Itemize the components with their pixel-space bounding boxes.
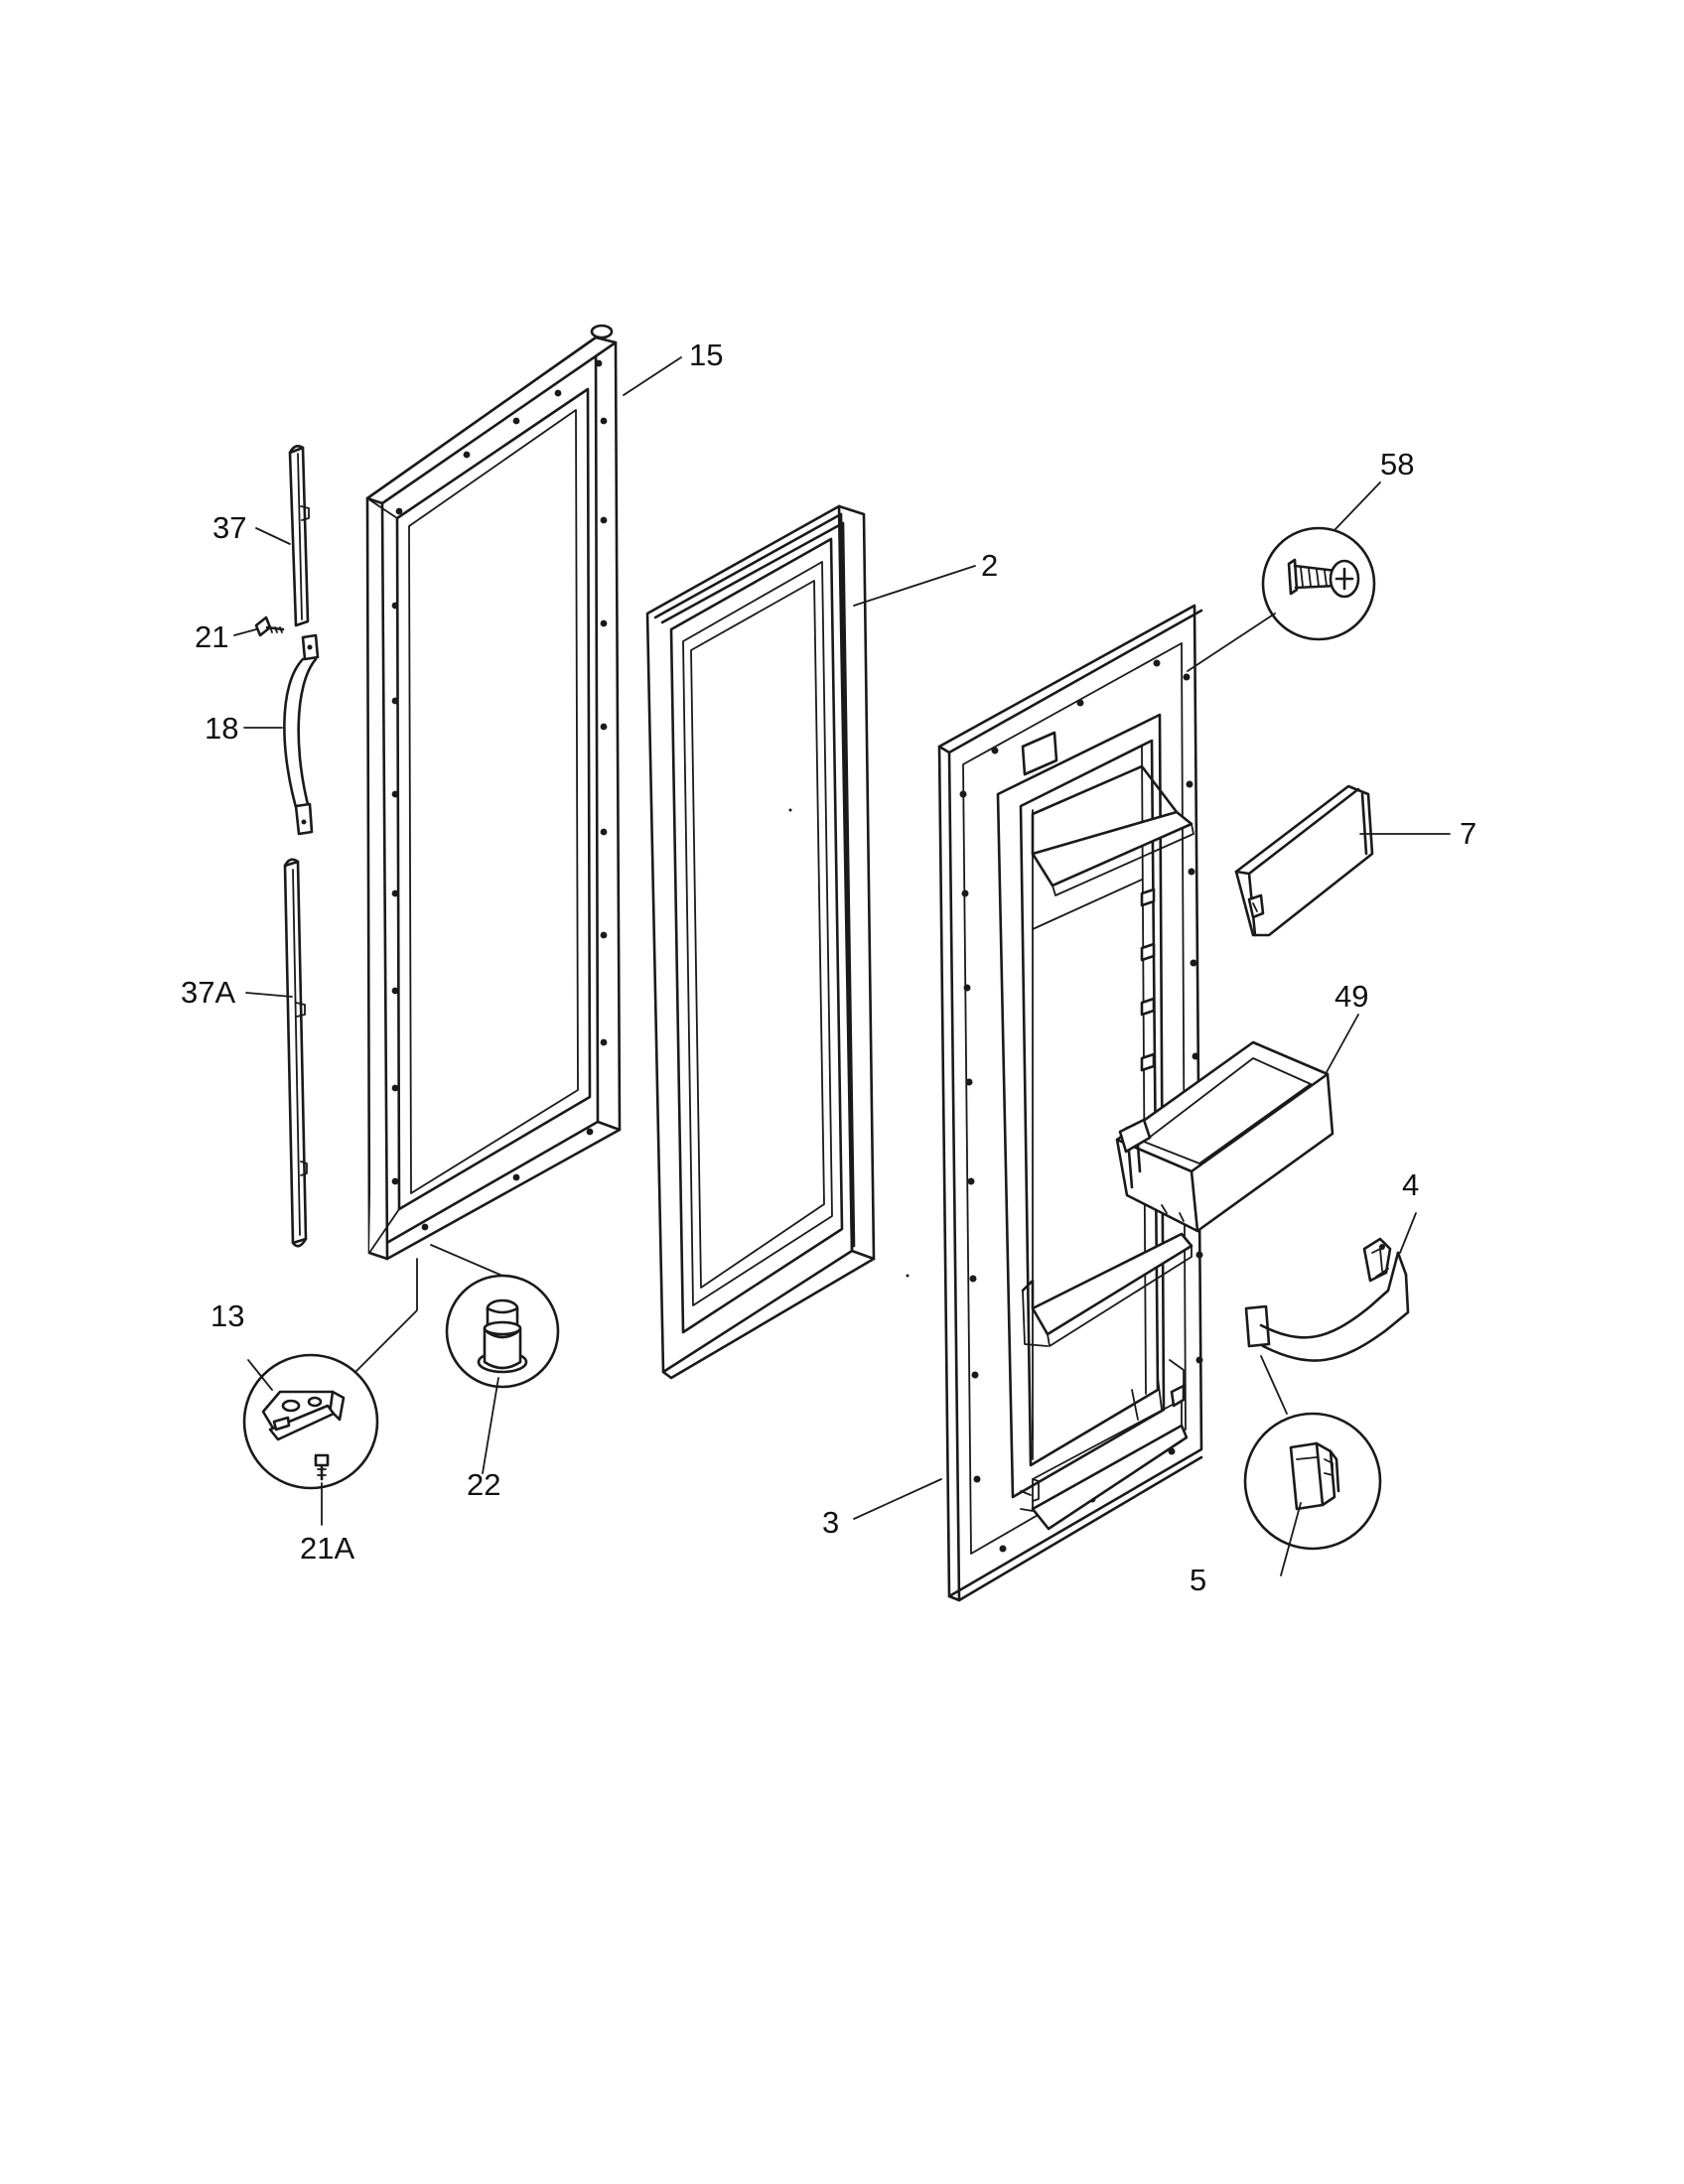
cap-22-detail bbox=[445, 1274, 560, 1389]
label-37: 37 bbox=[212, 510, 246, 545]
frame-15-holes bbox=[391, 359, 608, 1231]
bracket-4 bbox=[1244, 1237, 1410, 1362]
label-37A: 37A bbox=[181, 975, 235, 1010]
gasket-2 bbox=[645, 504, 876, 1380]
handle-trim-lower-37A bbox=[283, 858, 308, 1248]
label-58: 58 bbox=[1380, 447, 1414, 481]
label-49: 49 bbox=[1334, 979, 1368, 1014]
screw-58-detail bbox=[1261, 526, 1376, 641]
clip-5-detail bbox=[1243, 1412, 1382, 1551]
cover-7 bbox=[1234, 784, 1374, 937]
door-liner-3 bbox=[937, 604, 1203, 1602]
liner-3-pegs bbox=[1140, 887, 1156, 1072]
label-7: 7 bbox=[1460, 816, 1476, 851]
handle-18 bbox=[283, 633, 320, 836]
label-18: 18 bbox=[205, 711, 238, 746]
hinge-13-detail bbox=[242, 1353, 379, 1490]
screw-21 bbox=[254, 615, 285, 637]
label-13: 13 bbox=[210, 1298, 244, 1333]
label-15: 15 bbox=[689, 338, 723, 372]
part-labels: 15 58 37 21 2 18 7 37A 49 4 13 22 21A 3 … bbox=[181, 338, 1476, 1597]
gasket-frame-15 bbox=[365, 324, 622, 1261]
label-21: 21 bbox=[195, 619, 228, 654]
door-bin-49 bbox=[1115, 1040, 1334, 1233]
leader-lines bbox=[233, 356, 1451, 1576]
label-2: 2 bbox=[981, 548, 998, 583]
label-21A: 21A bbox=[300, 1531, 354, 1566]
handle-trim-upper-37 bbox=[288, 445, 310, 627]
label-22: 22 bbox=[467, 1467, 500, 1502]
label-3: 3 bbox=[822, 1505, 839, 1540]
label-4: 4 bbox=[1402, 1167, 1419, 1202]
label-5: 5 bbox=[1190, 1563, 1206, 1597]
